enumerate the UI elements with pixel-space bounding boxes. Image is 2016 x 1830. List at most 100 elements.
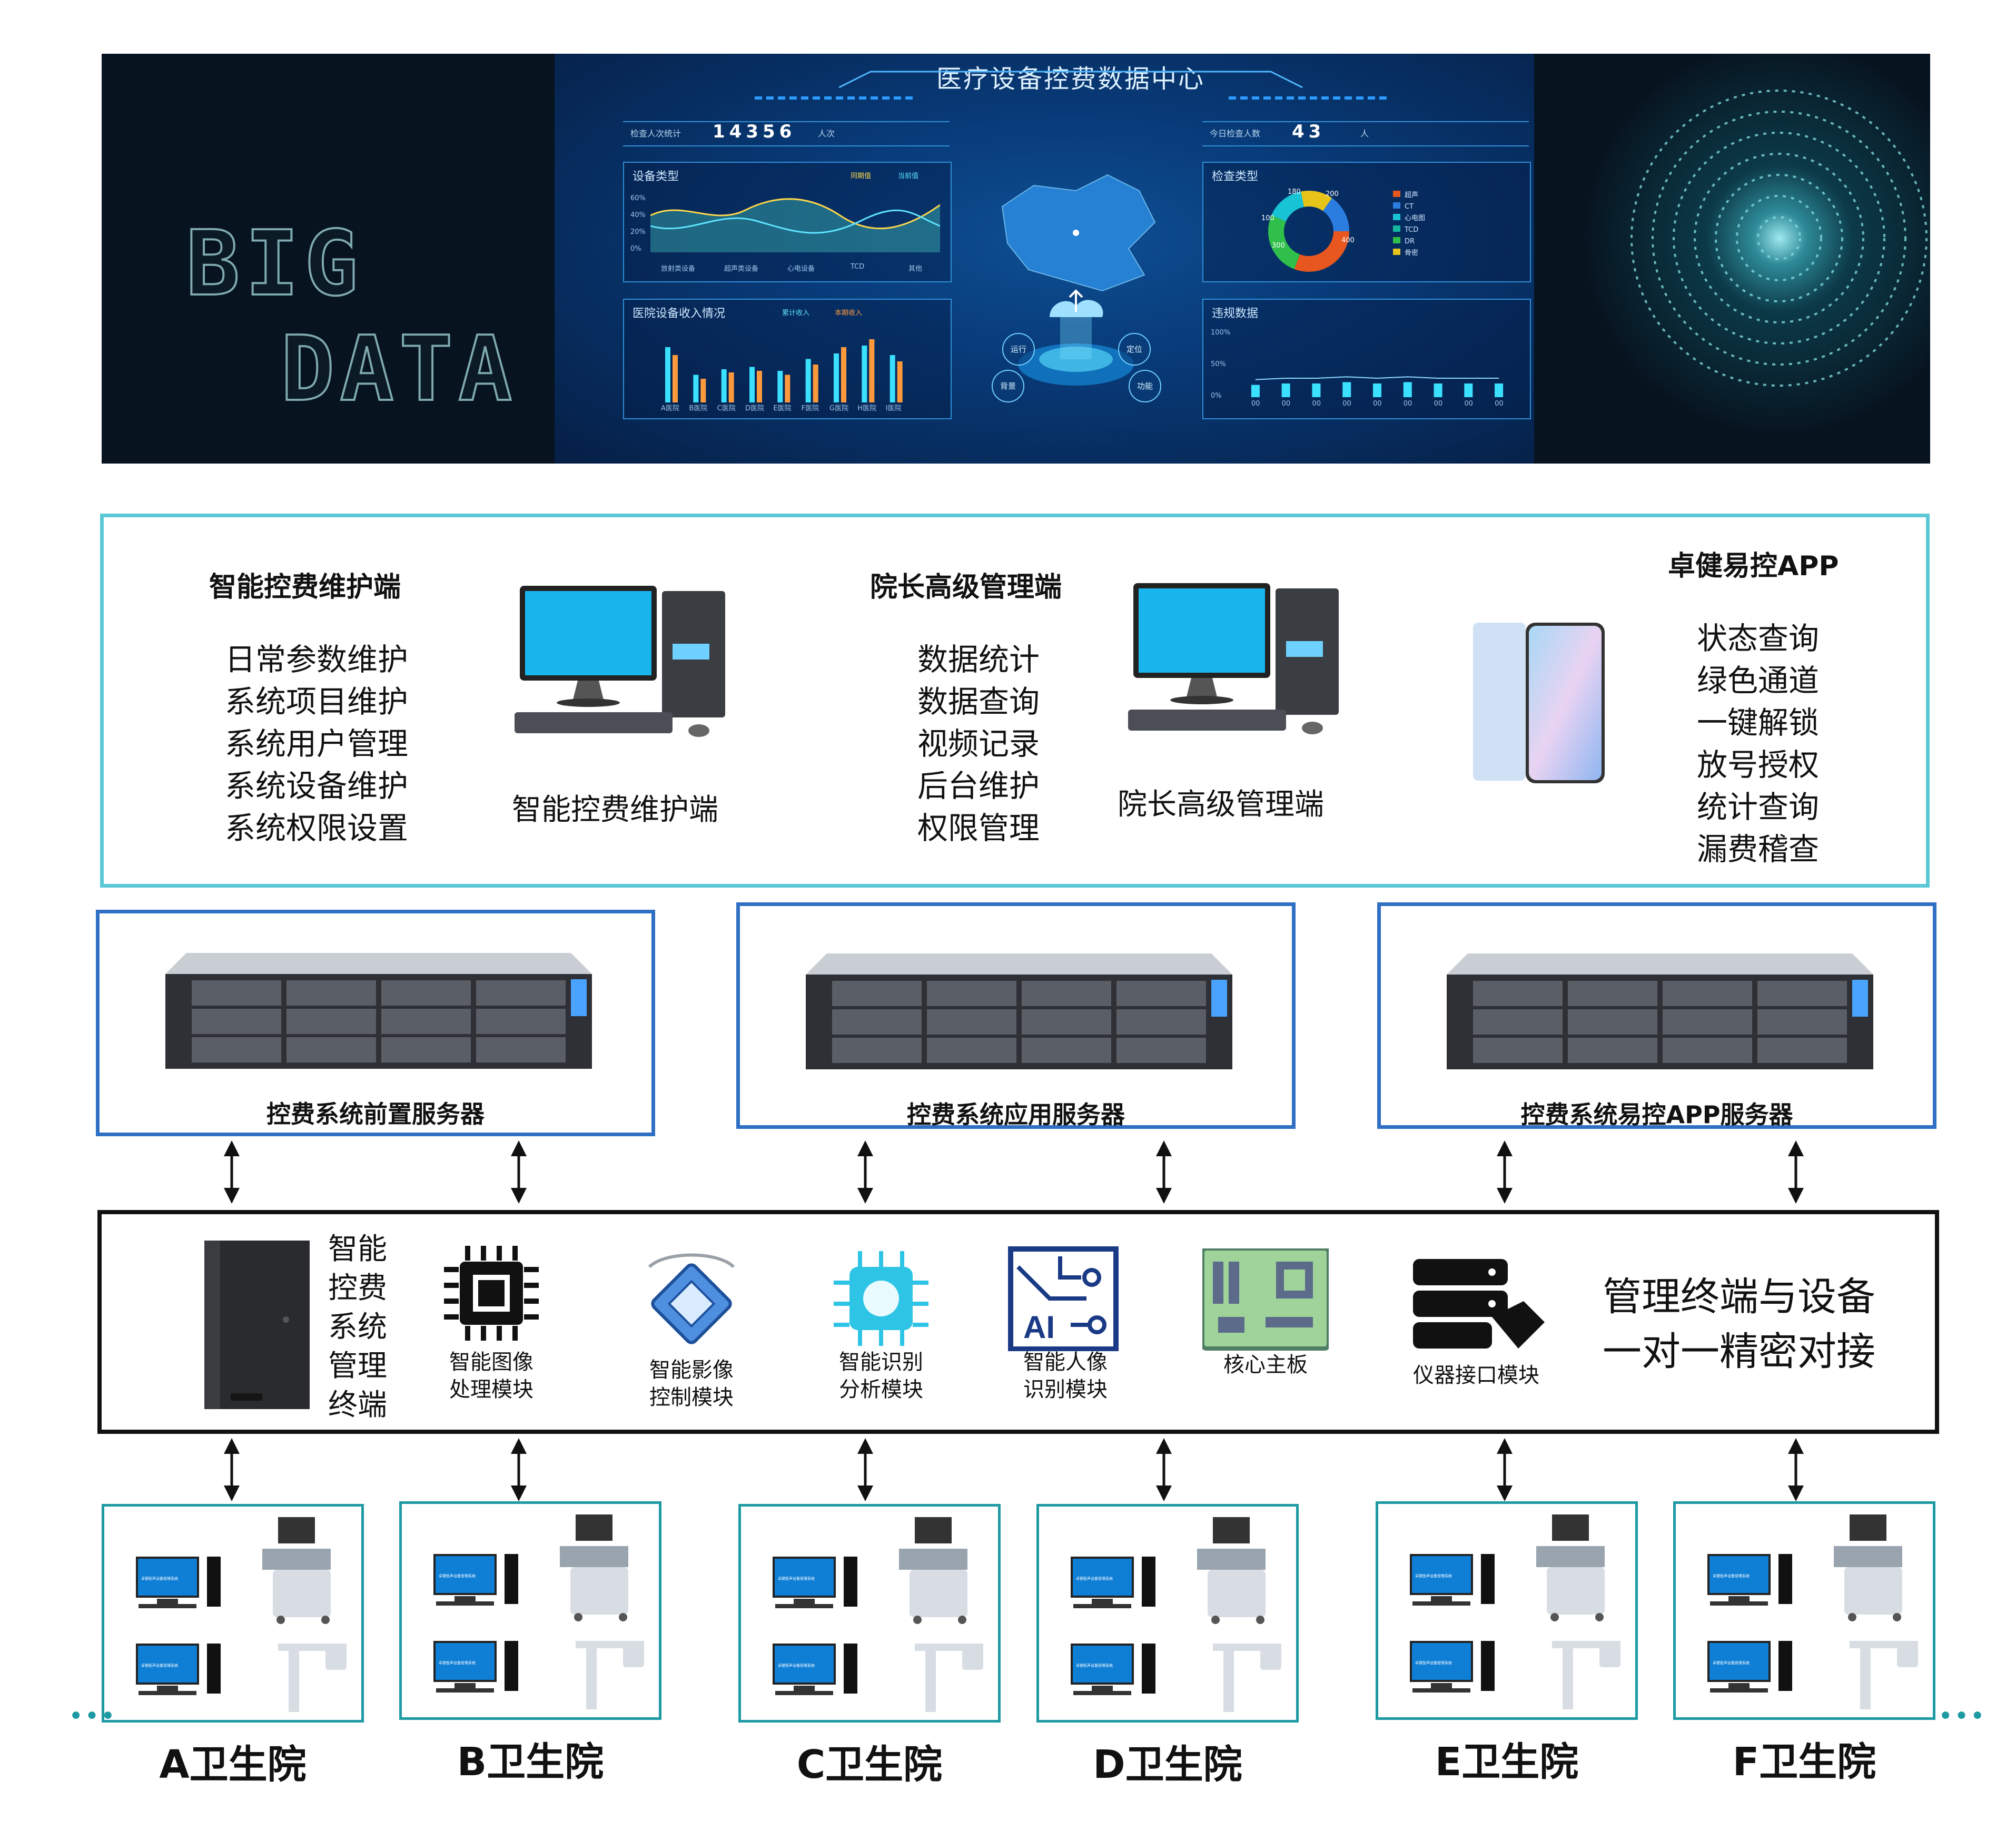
ellipsis-right: •••	[1938, 1701, 1986, 1731]
list-item: 系统权限设置	[225, 810, 409, 846]
bar-cumulative	[862, 346, 867, 402]
hospital-box: 卓健医声设备管理系统卓健医声设备管理系统	[102, 1504, 364, 1723]
server-box-application: 控费系统应用服务器	[736, 902, 1296, 1129]
hospital-name: C卫生院	[796, 1742, 943, 1787]
legend-item: 心电图	[1393, 212, 1425, 222]
stat-unit: 人次	[818, 129, 835, 139]
x-tick: 00	[1495, 400, 1504, 408]
server-box-front: 控费系统前置服务器	[96, 910, 655, 1136]
ai-circuit-icon: AI	[1008, 1246, 1119, 1351]
y-tick: 0%	[1211, 392, 1222, 400]
bar-period	[728, 372, 734, 402]
maintenance-caption: 智能控费维护端	[512, 793, 718, 827]
brain-chip-icon	[834, 1251, 928, 1346]
hospital-box: 卓健医声设备管理系统卓健医声设备管理系统	[399, 1501, 661, 1720]
violation-trend-line	[1255, 376, 1499, 380]
x-tick: 超声类设备	[724, 265, 759, 273]
data-swirl-graphic	[1534, 54, 1930, 464]
hospital-name: E卫生院	[1435, 1739, 1579, 1785]
legend-item: 超声	[1393, 189, 1418, 199]
legend-swatch	[1393, 237, 1400, 243]
stat-total-checks: 检查人次统计 14356 人次	[623, 121, 950, 146]
management-terminal-panel: 智能 控费 系统 管理 终端 智能图像 处理模块 智能影像 控制模块	[97, 1210, 1939, 1434]
violation-bar	[1312, 383, 1321, 397]
legend-cumulative: 累计收入	[782, 309, 810, 317]
list-item: 数据查询	[917, 684, 1040, 720]
bar-cumulative	[890, 355, 895, 402]
legend-swatch	[1393, 214, 1400, 220]
monitor-screen-text: 卓健医声设备管理系统	[1415, 1661, 1452, 1665]
x-tick: B医院	[689, 405, 708, 412]
violation-bar	[1464, 383, 1473, 397]
list-item: 统计查询	[1697, 789, 1820, 825]
module-portrait-recognition: 智能人像 识别模块	[1013, 1349, 1118, 1403]
violation-bar	[1434, 383, 1442, 397]
legend-label: DR	[1405, 238, 1415, 245]
module-image-processing: 智能图像 处理模块	[439, 1349, 544, 1403]
area-chart	[650, 198, 940, 252]
legend-item: 骨密	[1393, 247, 1418, 257]
list-item: 视频记录	[917, 726, 1040, 762]
dashboard-screen: 医疗设备控费数据中心 检查人次统计 14356 人次 今日检查人数 43 人 设…	[555, 54, 1587, 464]
y-tick: 20%	[630, 228, 646, 236]
legend-item: TCD	[1393, 224, 1418, 234]
monitor-screen-text: 卓健医声设备管理系统	[1076, 1664, 1113, 1668]
legend-swatch	[1393, 225, 1400, 232]
desktop-computer-icon	[515, 586, 725, 737]
violation-bar	[1342, 382, 1351, 397]
bar-period	[757, 371, 762, 402]
title-underline	[755, 70, 1387, 100]
bar-cumulative	[777, 371, 783, 402]
x-tick: 00	[1373, 400, 1382, 408]
medical-equipment-icons	[433, 1514, 644, 1709]
legend-previous: 同期值	[851, 172, 872, 180]
list-item: 数据统计	[917, 642, 1040, 677]
legend-label: CT	[1405, 203, 1414, 211]
bar-cumulative	[693, 375, 699, 402]
terminal-label-line: 控费	[328, 1271, 387, 1305]
client-terminals-section: 智能控费维护端 日常参数维护 系统项目维护 系统用户管理 系统设备维护 系统权限…	[100, 514, 1930, 888]
legend-item: CT	[1393, 201, 1414, 211]
stat-unit: 人	[1360, 129, 1369, 139]
legend-item: DR	[1393, 235, 1415, 245]
x-tick: C医院	[717, 405, 736, 412]
legend-period: 本期收入	[835, 309, 863, 317]
hub-button-function: 功能	[1129, 370, 1161, 402]
bar-period	[841, 347, 846, 402]
bar-cumulative	[834, 353, 839, 402]
hospital-box: 卓健医声设备管理系统卓健医声设备管理系统	[1376, 1501, 1638, 1720]
bar-cumulative	[665, 347, 670, 402]
panel-title: 违规数据	[1212, 307, 1259, 320]
monitor-screen-text: 卓健医声设备管理系统	[1076, 1577, 1113, 1581]
monitor-screen-text: 卓健医声设备管理系统	[141, 1577, 178, 1581]
panel-equipment-type: 设备类型 同期值 当前值 60% 40% 20% 0% 放射类设备 超声类设备 …	[623, 162, 952, 282]
bar-period	[700, 379, 706, 402]
hub-button-background: 背景	[992, 370, 1024, 402]
y-tick: 100%	[1211, 329, 1231, 337]
x-tick: E医院	[773, 405, 792, 412]
terminal-label-line: 管理	[328, 1349, 387, 1383]
slogan-line: 一对一精密对接	[1603, 1329, 1875, 1374]
rack-server-icon	[1447, 953, 1873, 1069]
x-tick: 00	[1403, 400, 1412, 408]
maintenance-title: 智能控费维护端	[209, 572, 401, 603]
dashboard-title: 医疗设备控费数据中心	[936, 64, 1205, 94]
module-label-line: 处理模块	[449, 1378, 533, 1402]
china-map-hub: 运行 定位 背景 功能	[971, 159, 1171, 402]
list-item: 绿色通道	[1697, 663, 1820, 698]
legend-label: 超声	[1405, 191, 1419, 199]
module-instrument-interface: 仪器接口模块	[1402, 1362, 1550, 1389]
x-tick: F医院	[801, 405, 819, 412]
y-tick: 40%	[630, 211, 646, 219]
list-item: 权限管理	[917, 810, 1040, 846]
module-label-line: 仪器接口模块	[1413, 1363, 1539, 1388]
monitor-screen-text: 卓健医声设备管理系统	[141, 1664, 178, 1668]
terminal-label-line: 系统	[328, 1310, 387, 1344]
donut-label: 180	[1288, 188, 1301, 196]
hospital-name: B卫生院	[457, 1739, 604, 1785]
